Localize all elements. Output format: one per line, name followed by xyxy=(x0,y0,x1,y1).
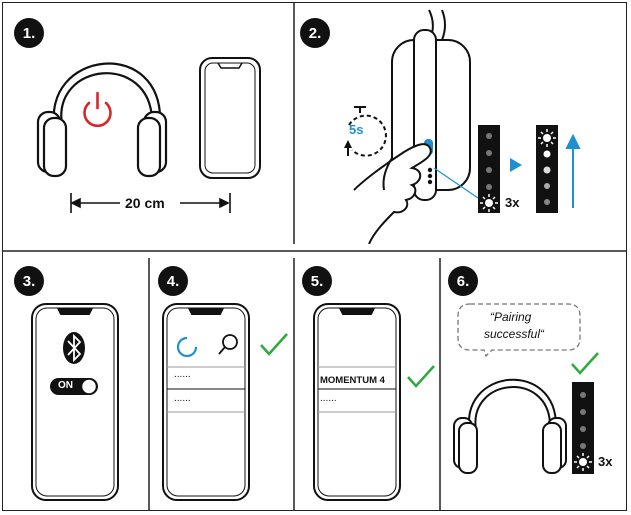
speech-text-line-2: successful“ xyxy=(484,327,545,341)
device-list-item-1: ...... xyxy=(174,369,191,380)
smartphone-icon xyxy=(162,303,250,501)
checkmark-icon xyxy=(407,365,435,388)
hand-icon xyxy=(353,143,432,244)
search-icon xyxy=(218,334,238,355)
arrow-up-icon xyxy=(565,133,581,208)
step-1-badge: 1. xyxy=(14,18,44,48)
bluetooth-toggle xyxy=(50,378,98,395)
step-3-badge: 3. xyxy=(14,266,44,296)
loading-spinner-icon xyxy=(176,336,198,358)
step-4-badge: 4. xyxy=(158,266,188,296)
speech-text-line-1: “Pairing xyxy=(490,310,532,324)
step-6-illustration xyxy=(453,303,599,474)
led-strip-blinking xyxy=(572,382,594,474)
step-3-illustration xyxy=(31,303,119,501)
step-4-illustration xyxy=(162,303,288,501)
distance-label: 20 cm xyxy=(125,195,165,211)
step-5-illustration xyxy=(313,303,435,501)
instruction-frame xyxy=(2,2,627,511)
hold-time-label: 5s xyxy=(349,122,364,137)
distance-arrow-icon xyxy=(70,193,231,213)
timer-icon xyxy=(344,106,387,157)
repeat-count-label: 3x xyxy=(505,195,520,210)
speech-bubble xyxy=(457,303,581,358)
step-2-badge: 2. xyxy=(300,18,330,48)
bluetooth-icon xyxy=(63,332,85,364)
led-strip-blinking xyxy=(478,125,500,213)
device-list-item-2: ...... xyxy=(174,393,191,404)
step-5-badge: 5. xyxy=(302,266,332,296)
device-name-label: MOMENTUM 4 xyxy=(320,375,385,386)
repeat-count-label-6: 3x xyxy=(598,454,613,469)
device-list-item: ...... xyxy=(320,393,337,404)
arrow-right-icon xyxy=(510,158,522,172)
smartphone-icon xyxy=(313,303,401,501)
toggle-on-label: ON xyxy=(58,380,73,391)
step-6-badge: 6. xyxy=(448,266,478,296)
smartphone-icon xyxy=(199,57,261,179)
checkmark-icon xyxy=(260,333,288,356)
checkmark-icon xyxy=(571,352,599,375)
headphones-icon xyxy=(36,62,168,178)
step-1-illustration xyxy=(36,57,261,213)
led-strip-running xyxy=(536,125,558,213)
headphones-icon xyxy=(453,378,567,474)
step-2-illustration xyxy=(344,9,581,244)
power-icon xyxy=(83,91,112,128)
smartphone-icon xyxy=(31,303,119,501)
